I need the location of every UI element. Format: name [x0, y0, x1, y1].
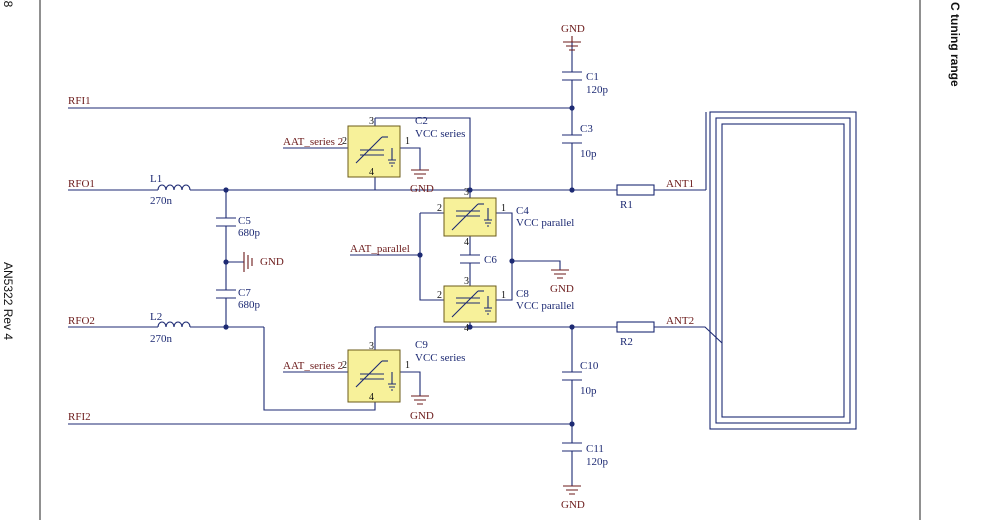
net-label-rfi2: RFI2: [68, 411, 91, 423]
value-c11: 120p: [586, 456, 609, 468]
ref-l1: L1: [150, 173, 162, 185]
pin-c4-2: 2: [437, 203, 442, 214]
ic-c4: [443, 197, 497, 237]
pin-c8-2: 2: [437, 290, 442, 301]
ref-c11: C11: [586, 443, 604, 455]
junctions: [223, 105, 575, 427]
wires: [68, 42, 723, 486]
net-label-ant2: ANT2: [666, 315, 694, 327]
pin-c9-4: 4: [369, 392, 374, 403]
pin-c8-3: 3: [464, 276, 469, 287]
value-c3: 10p: [580, 148, 597, 160]
pin-c9-1: 1: [405, 360, 410, 371]
ground-icon: [243, 252, 253, 272]
net-label-ant1: ANT1: [666, 178, 694, 190]
ground-icon: [563, 485, 581, 495]
pin-c2-4: 4: [369, 167, 374, 178]
gnd-label-c9: GND: [410, 410, 434, 422]
ref-c6: C6: [484, 254, 497, 266]
resistor-r2: [616, 321, 655, 333]
net-label-aat-parallel: AAT_parallel: [350, 243, 410, 255]
ref-c1: C1: [586, 71, 599, 83]
page-number-fragment: 28: [1, 0, 15, 8]
ic-c8: [443, 285, 497, 323]
ic-c9: [347, 349, 401, 403]
pin-c4-1: 1: [501, 203, 506, 214]
net-label-rfo2: RFO2: [68, 315, 95, 327]
pin-c8-4: 4: [464, 323, 469, 334]
resistor-r1: [616, 184, 655, 196]
gnd-label-top: GND: [561, 23, 585, 35]
value-c8: VCC parallel: [516, 300, 574, 312]
gnd-label-middle: GND: [260, 256, 284, 268]
pin-c2-1: 1: [405, 136, 410, 147]
net-label-rfo1: RFO1: [68, 178, 95, 190]
capacitor-symbols: [216, 71, 582, 452]
gnd-label-c8: GND: [550, 283, 574, 295]
value-c5: 680p: [238, 227, 261, 239]
value-c1: 120p: [586, 84, 609, 96]
inductor-l1: [157, 184, 191, 191]
pin-c2-2: 2: [342, 136, 347, 147]
value-c10: 10p: [580, 385, 597, 397]
ground-icon: [551, 269, 569, 279]
ref-c8: C8: [516, 288, 529, 300]
pin-c9-2: 2: [342, 360, 347, 371]
ref-c10: C10: [580, 360, 599, 372]
section-title-fragment: C tuning range: [948, 2, 962, 87]
value-l2: 270n: [150, 333, 173, 345]
ref-c9: C9: [415, 339, 428, 351]
value-c7: 680p: [238, 299, 261, 311]
pin-c4-4: 4: [464, 237, 469, 248]
ref-c7: C7: [238, 287, 251, 299]
pin-c8-1: 1: [501, 290, 506, 301]
ground-icon: [411, 169, 429, 179]
antenna-coil: [705, 111, 857, 430]
gnd-label-c2: GND: [410, 183, 434, 195]
ref-c2: C2: [415, 115, 428, 127]
value-l1: 270n: [150, 195, 173, 207]
ref-r2: R2: [620, 336, 633, 348]
ref-c5: C5: [238, 215, 251, 227]
gnd-label-bottom: GND: [561, 499, 585, 511]
value-c9: VCC series: [415, 352, 465, 364]
net-label-rfi1: RFI1: [68, 95, 91, 107]
ic-c2: [347, 125, 401, 178]
ref-c3: C3: [580, 123, 593, 135]
pin-c2-3: 3: [369, 116, 374, 127]
ground-icon: [563, 36, 581, 51]
value-c2: VCC series: [415, 128, 465, 140]
pin-c4-3: 3: [464, 187, 469, 198]
ground-icon: [411, 395, 429, 405]
value-c4: VCC parallel: [516, 217, 574, 229]
doc-revision: AN5322 Rev 4: [1, 262, 15, 340]
pin-numbers: 3 2 1 4 3 2 1 4 3 2 1 4 3 2 1 4: [342, 116, 506, 403]
ref-c4: C4: [516, 205, 529, 217]
net-label-aat-series-top: AAT_series 2: [283, 136, 343, 148]
ref-r1: R1: [620, 199, 633, 211]
ref-l2: L2: [150, 311, 162, 323]
inductor-l2: [157, 321, 191, 328]
pin-c9-3: 3: [369, 341, 374, 352]
net-label-aat-series-bottom: AAT_series 2: [283, 360, 343, 372]
